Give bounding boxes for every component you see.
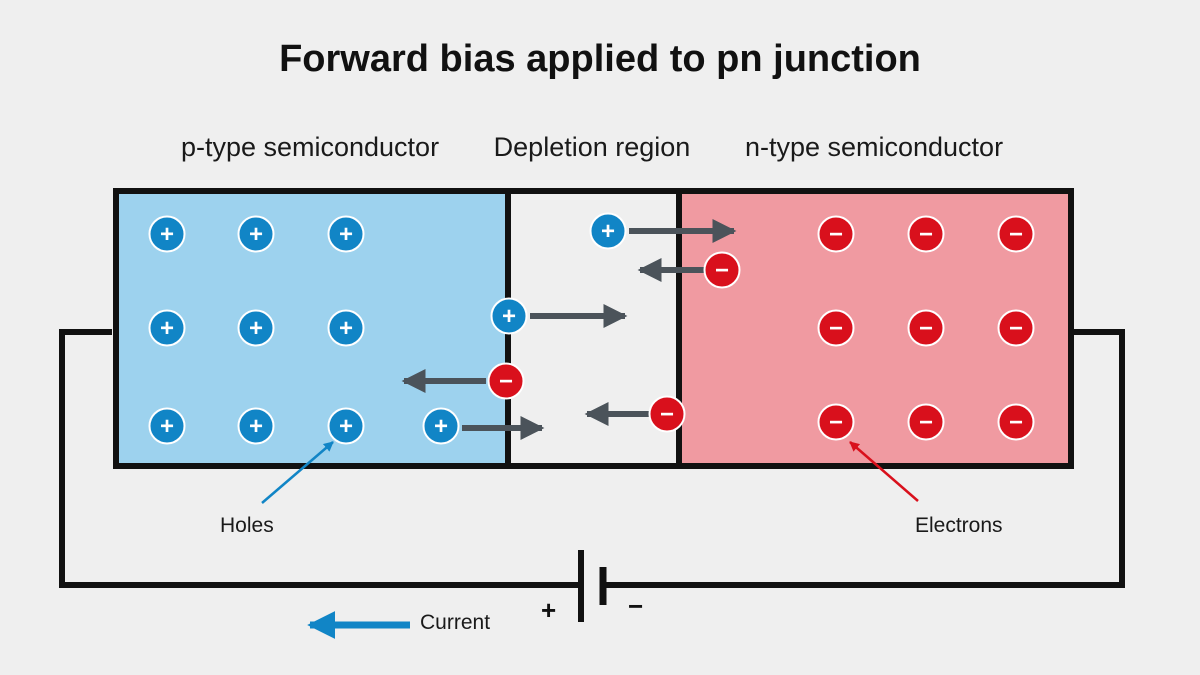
holes-pointer-arrow	[261, 441, 334, 504]
electron-charge-symbol: −	[919, 409, 933, 436]
hole-charge-symbol: +	[502, 303, 516, 330]
electron-charge-symbol: −	[829, 315, 843, 342]
battery-negative-sign: −	[628, 591, 644, 621]
hole-charge-symbol: +	[160, 315, 174, 342]
hole-charge-symbol: +	[339, 315, 353, 342]
electron-charge-symbol: −	[715, 257, 729, 284]
electron-carrier: −	[817, 309, 855, 347]
n-type-label: n-type semiconductor	[744, 132, 1004, 162]
hole-carrier: +	[327, 407, 365, 445]
electron-carrier: −	[997, 215, 1035, 253]
carrier-arrows	[401, 219, 737, 440]
electron-charge-symbol: −	[829, 221, 843, 248]
hole-carrier: +	[422, 407, 460, 445]
electron-carrier: −	[648, 395, 686, 433]
hole-carrier: +	[237, 407, 275, 445]
hole-charge-symbol: +	[160, 413, 174, 440]
electron-carrier: −	[997, 309, 1035, 347]
hole-carrier: +	[237, 215, 275, 253]
electron-charge-symbol: −	[919, 315, 933, 342]
charge-carriers: + + + + + + + + + + + + − − − − − − − − − − − −	[148, 212, 1035, 445]
hole-charge-symbol: +	[249, 315, 263, 342]
hole-carrier: +	[327, 215, 365, 253]
battery-positive-sign: +	[541, 595, 557, 625]
electron-charge-symbol: −	[499, 368, 513, 395]
depletion-label: Depletion region	[493, 132, 691, 162]
electrons-pointer-arrow	[849, 441, 919, 502]
electrons-label: Electrons	[915, 514, 1003, 537]
electron-carrier: −	[703, 251, 741, 289]
hole-carrier: +	[490, 297, 528, 335]
electron-charge-symbol: −	[660, 401, 674, 428]
electron-charge-symbol: −	[1009, 315, 1023, 342]
hole-carrier: +	[148, 407, 186, 445]
junction-outline	[113, 188, 1074, 469]
hole-charge-symbol: +	[160, 221, 174, 248]
electron-carrier: −	[487, 362, 525, 400]
hole-charge-symbol: +	[249, 221, 263, 248]
p-type-label: p-type semiconductor	[180, 132, 440, 162]
hole-carrier: +	[589, 212, 627, 250]
hole-carrier: +	[327, 309, 365, 347]
hole-carrier: +	[237, 309, 275, 347]
electron-carrier: −	[817, 215, 855, 253]
electron-carrier: −	[907, 403, 945, 441]
electron-carrier: −	[817, 403, 855, 441]
electron-carrier: −	[907, 215, 945, 253]
electron-charge-symbol: −	[1009, 221, 1023, 248]
hole-carrier: +	[148, 215, 186, 253]
hole-charge-symbol: +	[434, 413, 448, 440]
electron-charge-symbol: −	[919, 221, 933, 248]
hole-carrier: +	[148, 309, 186, 347]
electron-charge-symbol: −	[829, 409, 843, 436]
electron-carrier: −	[907, 309, 945, 347]
diagram-title: Forward bias applied to pn junction	[279, 38, 921, 80]
electron-carrier: −	[997, 403, 1035, 441]
hole-charge-symbol: +	[601, 218, 615, 245]
current-label: Current	[420, 611, 491, 634]
electron-charge-symbol: −	[1009, 409, 1023, 436]
hole-charge-symbol: +	[339, 413, 353, 440]
hole-charge-symbol: +	[339, 221, 353, 248]
circuit-wire-left	[59, 329, 578, 588]
circuit-wire-right	[606, 329, 1125, 588]
holes-label: Holes	[220, 514, 274, 537]
hole-charge-symbol: +	[249, 413, 263, 440]
